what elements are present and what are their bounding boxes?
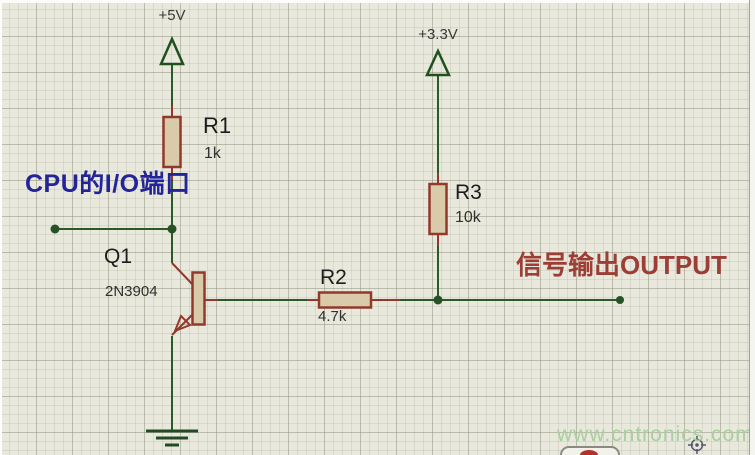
q1-base-bar (191, 271, 206, 326)
cpu-io-annotation: CPU的I/O端口 (25, 170, 191, 198)
r2-value-label: 4.7k (318, 308, 347, 325)
power-symbol-group (159, 35, 451, 77)
r2-reference-label: R2 (320, 266, 347, 289)
junction-dot-cpu-end (50, 224, 60, 234)
q1-reference-label: Q1 (104, 245, 133, 268)
site-logo-blob (580, 450, 598, 455)
image-edge-right (749, 0, 755, 455)
power-5v-label: +5V (158, 7, 186, 24)
image-edge-left (0, 0, 2, 455)
junction-dot-group (50, 224, 624, 305)
r1-body (162, 115, 182, 169)
junction-dot-output-node (433, 295, 443, 305)
resistor-group (162, 115, 448, 309)
r1-value-label: 1k (204, 145, 221, 162)
wire-group (55, 64, 620, 430)
r3-body (428, 182, 448, 236)
image-edge-top (0, 0, 755, 3)
ground-symbol-group (146, 429, 198, 447)
r2-body (317, 291, 373, 309)
power-3v3-arrow-icon (425, 47, 451, 77)
r3-reference-label: R3 (455, 181, 482, 204)
q1-collector-lead (171, 262, 195, 287)
crosshair-icon (688, 436, 706, 454)
r1-reference-label: R1 (203, 113, 232, 138)
r3-value-label: 10k (455, 209, 481, 226)
junction-dot-base-node (167, 224, 177, 234)
q1-value-label: 2N3904 (105, 283, 158, 300)
q1-symbol (171, 262, 206, 336)
power-5v-arrow-icon (159, 35, 185, 66)
q1-emitter-arrow-icon (173, 314, 192, 333)
watermark-text: www.cntronics.com (557, 423, 754, 446)
power-3v3-label: +3.3V (418, 26, 458, 43)
signal-output-annotation: 信号输出OUTPUT (516, 250, 727, 280)
site-logo-partial (560, 446, 620, 455)
junction-dot-output-end (616, 296, 624, 304)
